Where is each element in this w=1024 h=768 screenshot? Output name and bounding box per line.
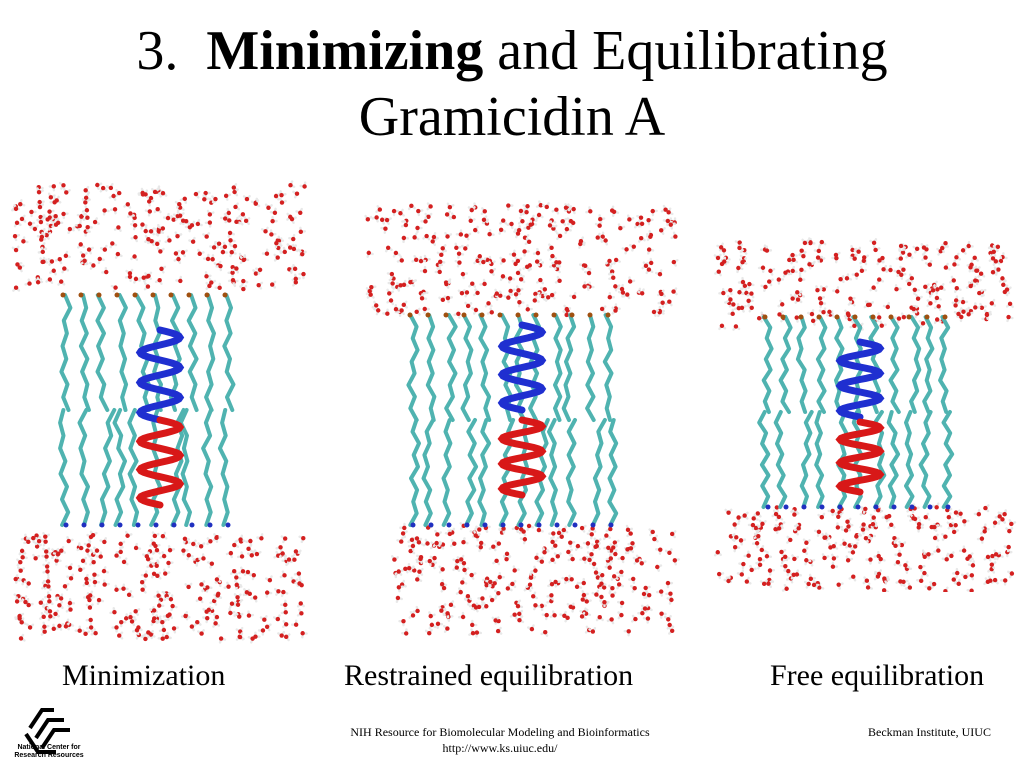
footer-resource: NIH Resource for Biomolecular Modeling a… (350, 725, 650, 739)
water-molecules (713, 502, 1017, 592)
helix-ribbon (835, 418, 885, 496)
caption-restrained-equilibration: Restrained equilibration (344, 659, 634, 692)
helix-ribbon (497, 416, 547, 499)
title-number: 3. (136, 20, 179, 82)
helix-ribbon (497, 321, 547, 414)
title-line2: Gramicidin A (358, 86, 666, 148)
ncrr-logo-icon (24, 708, 70, 754)
caption-minimization: Minimization (62, 659, 226, 692)
water-molecules (13, 530, 308, 644)
helix-ribbon (835, 338, 885, 421)
water-molecules (11, 180, 307, 293)
caption-free-equilibration: Free equilibration (770, 659, 985, 692)
minimization-image (11, 180, 308, 644)
water-molecules (390, 522, 680, 638)
free-equilibration-image (713, 237, 1017, 592)
water-molecules (713, 237, 1014, 331)
water-molecules (364, 200, 679, 319)
helix-ribbon (135, 326, 185, 424)
slide-title: 3. Minimizing and Equilibrating Gramicid… (0, 18, 1024, 150)
title-bold-word: Minimizing (206, 20, 484, 82)
footer-institute: Beckman Institute, UIUC (868, 725, 991, 739)
restrained-equilibration-image (364, 200, 680, 638)
footer-url: http://www.ks.uiuc.edu/ (442, 741, 558, 755)
logo-text: National Center for Research Resources (14, 744, 84, 759)
footer-center: NIH Resource for Biomolecular Modeling a… (300, 724, 700, 756)
title-rest: and Equilibrating (497, 20, 888, 82)
helix-ribbon (135, 416, 185, 509)
